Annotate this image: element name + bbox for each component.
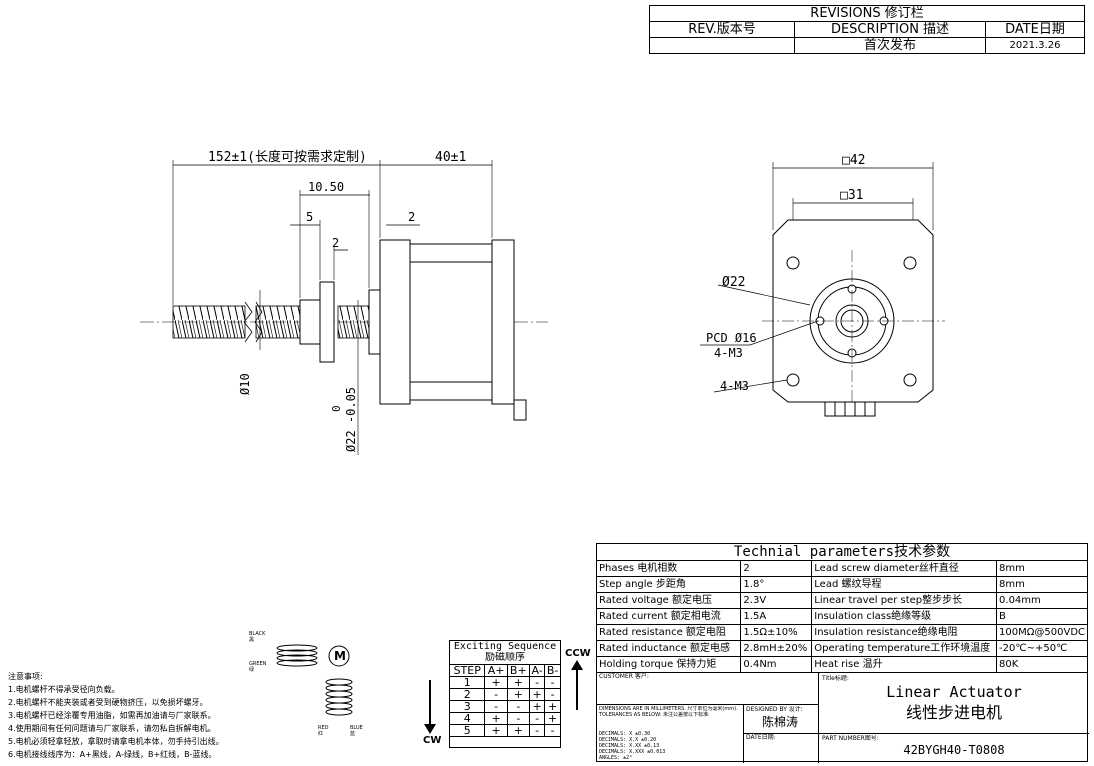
m3-outer-label: 4-M3 <box>720 379 749 393</box>
ccw-arrow-icon <box>571 660 583 670</box>
dim-dia22: Ø22 -0.05 <box>344 387 358 452</box>
dim-dia10: Ø10 <box>238 373 252 395</box>
table-row: 1++-- <box>448 676 561 689</box>
date-header: DATE日期 <box>985 21 1085 38</box>
note-item: 1.电机螺杆不得承受径向负载。 <box>8 685 120 694</box>
mount-hole-bl <box>786 373 800 387</box>
description-cell: 首次发布 <box>794 37 986 54</box>
tech-title: Technial parameters技术参数 <box>596 543 1088 561</box>
mount-hole-br <box>903 373 917 387</box>
note-item: 2.电机螺杆不能夹装或者受到硬物挤压，以免损坏螺牙。 <box>8 698 208 707</box>
direction-arrows <box>424 680 436 734</box>
part-number: 42BYGH40-T0808 <box>903 743 1005 757</box>
seq-header: B+ <box>506 664 530 677</box>
dim-2a: 2 <box>332 236 339 250</box>
tolerance-line: DECIMALS: X.X ±0.20 <box>599 737 657 743</box>
seq-header: A+ <box>484 664 508 677</box>
motor-front-flange <box>379 239 411 405</box>
nut-body <box>299 299 321 345</box>
description-header: DESCRIPTION 描述 <box>794 21 986 38</box>
wire-black-label: BLACK 黑 <box>249 631 266 643</box>
dim-motor-length: 40±1 <box>435 150 466 165</box>
revisions-title: REVISIONS 修订栏 <box>649 5 1085 22</box>
pcd-label: PCD Ø16 <box>706 331 757 345</box>
dimensions-note: DIMENSIONS ARE IN MILLIMETERS. 尺寸单位为毫米(m… <box>599 706 738 718</box>
motor-rear-cap <box>491 239 515 405</box>
table-row: 4+--+ <box>448 712 561 725</box>
seq-header: B- <box>544 664 561 677</box>
revisions-table: REVISIONS 修订栏 REV.版本号 DESCRIPTION 描述 DAT… <box>649 5 1085 54</box>
dim-total-length: 152±1(长度可按需求定制) <box>208 149 367 165</box>
coil-a-icon <box>276 644 318 667</box>
lead-screw-right <box>255 305 301 339</box>
cw-arrow-icon <box>424 724 436 734</box>
table-row: 2-++- <box>448 688 561 701</box>
tech-parameters-table: Technial parameters技术参数 Phases 电机相数 2 Le… <box>595 543 1088 673</box>
note-item: 4.使用期间有任何问题请与厂家联系，请勿私自拆解电机。 <box>8 724 216 733</box>
exciting-sequence: Exciting Sequence 励磁顺序 STEP A+ B+ A- B- … <box>448 640 561 748</box>
connector <box>513 399 527 421</box>
wiring-diagram <box>276 644 353 716</box>
title-label: Title标题: <box>822 675 849 682</box>
nut-flange <box>319 281 335 363</box>
mount-hole-tl <box>786 256 800 270</box>
side-view-drawing: 152±1(长度可按需求定制) 40±1 10.50 5 2 2 Ø10 Ø22… <box>140 149 548 455</box>
notes-section: 注意事项: 1.电机螺杆不得承受径向负载。 2.电机螺杆不能夹装或者受到硬物挤压… <box>8 670 224 761</box>
front-view-drawing: □42 □31 Ø22 PCD Ø16 4-M3 4-M3 <box>700 153 945 417</box>
seq-header: A- <box>528 664 546 677</box>
dim-5: 5 <box>306 210 313 224</box>
date-label: DATE日期: <box>746 734 776 741</box>
sequence-title-cn: 励磁顺序 <box>485 652 525 663</box>
note-item: 6.电机接线线序为：A+黑线，A-绿线，B+红线，B-蓝线。 <box>8 750 217 759</box>
designer-name: 陈棉涛 <box>762 715 799 729</box>
mount-hole-tr <box>903 256 917 270</box>
wire-red-label: RED 红 <box>318 725 329 737</box>
cw-label: CW <box>423 735 442 746</box>
motor-symbol-label: M <box>334 649 346 663</box>
table-row: 3--++ <box>448 700 561 713</box>
table-row: 5++-- <box>448 724 561 737</box>
designed-by-label: DESIGNED BY 设计: <box>746 706 803 713</box>
notes-title: 注意事项: <box>8 672 43 681</box>
dim-square-42: □42 <box>842 153 865 168</box>
part-number-label: PART NUMBER图号: <box>822 735 879 742</box>
rev-header: REV.版本号 <box>649 21 795 38</box>
title-english: Linear Actuator <box>886 683 1022 701</box>
title-block: CUSTOMER 客户: DIMENSIONS ARE IN MILLIMETE… <box>596 672 1089 763</box>
motor-body <box>409 243 493 401</box>
ccw-label: CCW <box>565 648 591 659</box>
title-chinese: 线性步进电机 <box>905 703 1002 722</box>
ccw-arrow <box>571 660 583 710</box>
note-item: 5.电机必须轻拿轻放，拿取时请拿电机本体，勿手持引出线。 <box>8 737 224 746</box>
dim-dia22-upper: 0 <box>330 405 343 412</box>
wire-blue-label: BLUE 蓝 <box>350 725 363 737</box>
table-row: Phases 电机相数 2 Lead screw diameter丝杆直径 8m… <box>595 560 1088 577</box>
tolerance-line: DECIMALS: X ±0.30 <box>599 731 651 737</box>
note-item: 3.电机螺杆已经涂覆专用油脂，如需再加油请与厂家联系。 <box>8 711 216 720</box>
motor-symbol-icon <box>328 645 350 667</box>
dim-nut-length: 10.50 <box>308 180 344 194</box>
dim-dia22-front: Ø22 <box>722 275 745 290</box>
tolerance-line: ANGLES: ±2° <box>599 755 633 761</box>
wire-green-label: GREEN 绿 <box>249 661 267 673</box>
dim-square-31: □31 <box>840 188 863 203</box>
rev-cell <box>649 37 795 54</box>
dim-2b: 2 <box>408 210 415 224</box>
tolerance-line: DECIMALS: X.XXX ±0.013 <box>599 749 666 755</box>
tolerance-line: DECIMALS: X.XX ±0.13 <box>599 743 660 749</box>
lead-screw-left <box>172 305 246 339</box>
customer-label: CUSTOMER 客户: <box>599 673 649 680</box>
connector-front <box>824 401 876 417</box>
date-cell: 2021.3.26 <box>985 37 1085 54</box>
m3-inner-label: 4-M3 <box>714 346 743 360</box>
coil-b-icon <box>325 678 353 716</box>
sequence-title: Exciting Sequence <box>453 641 557 652</box>
